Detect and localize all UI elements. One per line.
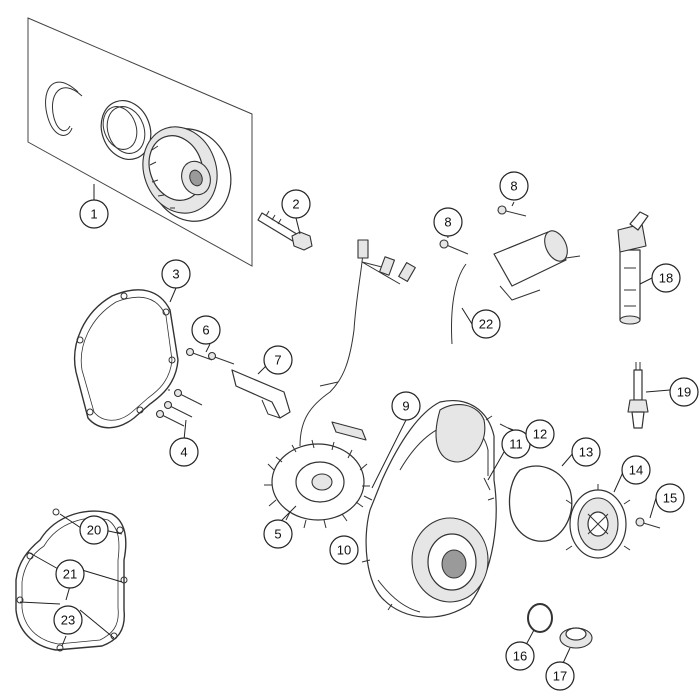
callout-17: 17: [545, 661, 575, 691]
svg-text:2: 2: [292, 197, 299, 212]
callout-10: 10: [329, 535, 359, 565]
svg-text:8: 8: [444, 215, 451, 230]
bolt-2: [257, 210, 313, 251]
svg-text:13: 13: [579, 445, 593, 460]
callout-18: 18: [651, 263, 681, 293]
svg-text:14: 14: [629, 463, 643, 478]
svg-text:1: 1: [90, 207, 97, 222]
ignition-cover-10: [361, 400, 497, 618]
plug-17: [559, 627, 593, 649]
callout-19: 19: [669, 377, 699, 407]
svg-text:4: 4: [180, 445, 187, 460]
spark-plug-cap-18: [617, 211, 649, 325]
bolts-8: [439, 205, 527, 255]
retaining-ring: [45, 81, 79, 136]
callout-14: 14: [621, 455, 651, 485]
callout-11: 11: [501, 429, 531, 459]
screws-4: [155, 388, 203, 427]
bracket-7: [231, 369, 291, 419]
svg-text:23: 23: [61, 613, 75, 628]
svg-text:5: 5: [274, 527, 281, 542]
stator-5: [264, 239, 416, 529]
svg-text:19: 19: [677, 385, 691, 400]
flywheel-sleeve: [100, 100, 152, 160]
svg-text:11: 11: [509, 437, 523, 452]
svg-text:10: 10: [337, 543, 351, 558]
callout-15: 15: [655, 483, 685, 513]
cover-14: [565, 484, 631, 559]
svg-text:21: 21: [63, 567, 77, 582]
callout-12: 12: [525, 419, 555, 449]
screw-15: [635, 517, 661, 529]
o-ring-16: [527, 603, 553, 633]
callout-21: 21: [55, 559, 85, 589]
svg-text:20: 20: [87, 523, 101, 538]
flywheel-group: [27, 17, 253, 267]
svg-text:16: 16: [513, 649, 527, 664]
callout-5: 5: [263, 519, 293, 549]
ignition-coil-22: [451, 230, 581, 345]
flywheel-rotor: [142, 126, 232, 222]
gasket-3-holes: [76, 292, 176, 416]
callout-1: 1: [79, 199, 109, 229]
callout-13: 13: [571, 437, 601, 467]
svg-text:3: 3: [172, 267, 179, 282]
callout-7: 7: [263, 345, 293, 375]
gasket-13: [508, 465, 573, 542]
callout-23: 23: [53, 605, 83, 635]
pin-11: [483, 477, 491, 491]
callout-6: 6: [191, 315, 221, 345]
callout-22: 22: [471, 309, 501, 339]
svg-text:17: 17: [553, 669, 567, 684]
svg-text:7: 7: [274, 353, 281, 368]
callout-8-left: 8: [433, 207, 463, 237]
svg-text:9: 9: [402, 399, 409, 414]
callout-8-top: 8: [499, 171, 529, 201]
svg-text:18: 18: [659, 271, 673, 286]
callout-20: 20: [79, 515, 109, 545]
callout-9: 9: [391, 391, 421, 421]
svg-text:12: 12: [533, 427, 547, 442]
screws-6: [185, 347, 235, 365]
svg-text:15: 15: [663, 491, 677, 506]
callout-2: 2: [281, 189, 311, 219]
svg-text:22: 22: [479, 317, 493, 332]
svg-text:8: 8: [510, 179, 517, 194]
callout-16: 16: [505, 641, 535, 671]
callout-3: 3: [161, 259, 191, 289]
svg-text:6: 6: [202, 323, 209, 338]
callout-4: 4: [169, 437, 199, 467]
spark-plug-19: [627, 362, 649, 429]
gasket-3: [74, 289, 179, 429]
